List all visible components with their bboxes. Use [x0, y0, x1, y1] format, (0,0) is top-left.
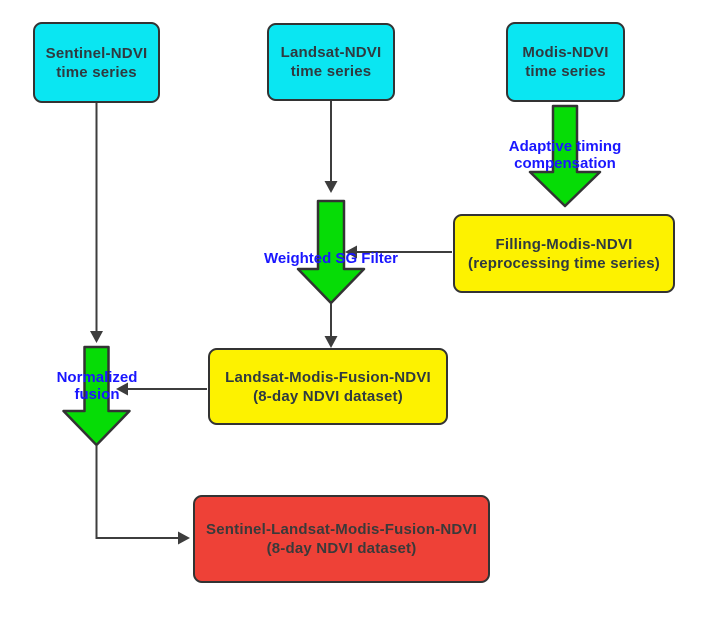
node-fusion1-line2: (8-day NDVI dataset): [253, 387, 403, 405]
node-landsat-line2: time series: [290, 63, 372, 80]
node-filling-line2: (reprocessing time series): [468, 254, 660, 272]
arrowhead-fusion2-right: [178, 531, 190, 545]
normalized-fusion-line1: Normalized: [56, 369, 138, 386]
node-landsat-line1: Landsat-NDVI: [280, 44, 382, 61]
node-landsat-ndvi: Landsat-NDVI time series: [267, 23, 395, 101]
node-filling-modis-ndvi: Filling-Modis-NDVI (reprocessing time se…: [453, 214, 675, 293]
node-modis-line1: Modis-NDVI: [522, 44, 609, 61]
node-modis-line2: time series: [525, 63, 606, 80]
arrowhead-filling-left: [345, 245, 357, 259]
adaptive-timing-line1: Adaptive timing: [508, 138, 622, 155]
node-sentinel-line1: Sentinel-NDVI: [45, 44, 148, 62]
node-modis-ndvi: Modis-NDVI time series: [506, 22, 625, 102]
arrowhead-sentinel-down: [90, 331, 103, 343]
adaptive-timing-line2: compensation: [514, 155, 616, 172]
process-label-adaptive-timing: Adaptive timing compensation: [509, 138, 622, 172]
node-sentinel-line2: time series: [56, 63, 137, 81]
connector-normalized-to-fusion2: [95, 445, 178, 539]
node-landsat-modis-fusion-ndvi: Landsat-Modis-Fusion-NDVI (8-day NDVI da…: [208, 348, 448, 425]
process-arrow-adaptive-timing: [528, 104, 602, 208]
arrowhead-fusion1-left: [116, 382, 128, 396]
arrowhead-landsat-down: [324, 181, 338, 193]
node-sentinel-landsat-modis-fusion-ndvi: Sentinel-Landsat-Modis-Fusion-NDVI (8-da…: [193, 495, 490, 583]
weighted-sg-line1: Weighted SG Filter: [264, 250, 398, 267]
arrowhead-sgfilter-down: [324, 336, 338, 348]
process-label-normalized-fusion: Normalized fusion: [57, 369, 138, 403]
normalized-fusion-line2: fusion: [74, 386, 120, 403]
process-arrow-weighted-sg: [296, 199, 366, 305]
process-label-weighted-sg-filter: Weighted SG Filter: [264, 250, 398, 267]
node-filling-line1: Filling-Modis-NDVI: [495, 235, 633, 253]
node-fusion2-line2: (8-day NDVI dataset): [266, 540, 417, 557]
node-fusion2-line1: Sentinel-Landsat-Modis-Fusion-NDVI: [206, 521, 477, 538]
node-fusion1-line1: Landsat-Modis-Fusion-NDVI: [225, 368, 431, 386]
node-sentinel-ndvi: Sentinel-NDVI time series: [33, 22, 160, 103]
process-arrow-normalized-fusion: [62, 345, 131, 447]
